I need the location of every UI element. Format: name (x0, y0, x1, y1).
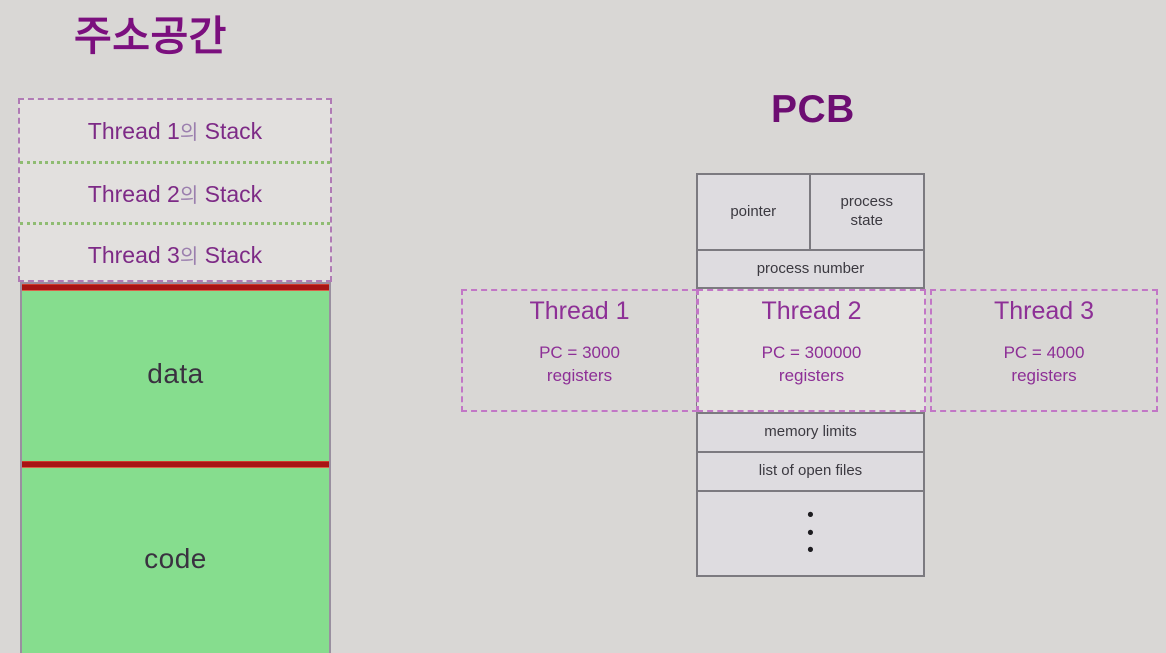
thread-context-box-1: Thread 1 PC = 3000 registers (461, 289, 698, 412)
thread-context-pc: PC = 4000 (1003, 343, 1085, 362)
thread-stack-prefix: Thread 2 (87, 180, 180, 207)
segment-divider-middle (22, 461, 329, 468)
pcb-top-table: pointer process state process number (696, 173, 925, 289)
thread-stack-particle: 의 (179, 245, 199, 268)
thread-context-box-3: Thread 3 PC = 4000 registers (930, 289, 1158, 412)
pcb-cell-pointer: pointer (698, 175, 811, 249)
pcb-cell-open-files: list of open files (698, 453, 923, 492)
thread-context-pc: PC = 3000 (539, 343, 620, 362)
thread-context-registers: registers (546, 366, 613, 385)
thread-stack-prefix: Thread 1 (87, 118, 180, 144)
thread-stack-row: Thread 3의 Stack (20, 222, 330, 283)
ellipsis-dot-icon: • (807, 522, 814, 544)
memory-segment-code: code (22, 464, 329, 653)
pcb-title: PCB (771, 88, 855, 131)
thread-stack-suffix: Stack (204, 180, 263, 207)
thread-stack-suffix: Stack (204, 118, 263, 144)
pcb-top-row: pointer process state (698, 175, 923, 251)
thread-stack-row: Thread 2의 Stack (20, 161, 330, 222)
pcb-cell-memory-limits: memory limits (698, 414, 923, 453)
thread-stacks-container: Thread 1의 Stack Thread 2의 Stack Thread 3… (18, 98, 332, 282)
thread-stack-label: Thread 1의 Stack (88, 116, 262, 145)
segment-divider-top (22, 284, 329, 291)
memory-segment-data-label: data (147, 358, 204, 389)
thread-stack-particle: 의 (179, 184, 199, 207)
pcb-cell-process-number: process number (756, 259, 865, 277)
memory-segment-code-label: code (144, 542, 207, 574)
thread-stack-prefix: Thread 3 (87, 241, 180, 268)
thread-context-name: Thread 1 (529, 297, 630, 325)
memory-segment-data: data (22, 284, 329, 464)
ellipsis-dot-icon: • (807, 505, 814, 527)
thread-stack-label: Thread 2의 Stack (88, 179, 262, 208)
thread-context-pc: PC = 300000 (761, 343, 862, 362)
thread-context-registers: registers (778, 366, 845, 385)
ellipsis-dot-icon: • (807, 540, 814, 562)
memory-segments-box: data code (20, 282, 331, 653)
thread-context-name: Thread 3 (993, 297, 1095, 325)
thread-stack-suffix: Stack (204, 241, 263, 268)
address-space-title: 주소공간 (74, 13, 227, 59)
pcb-cell-process-state: process state (811, 175, 924, 249)
pcb-cell-ellipsis: • • • (698, 492, 923, 575)
pcb-cell-process-state-line2: state (850, 212, 884, 229)
pcb-cell-process-state-line1: process (840, 193, 894, 211)
thread-context-registers: registers (1011, 366, 1077, 385)
thread-context-box-2: Thread 2 PC = 300000 registers (697, 289, 926, 412)
thread-context-name: Thread 2 (761, 297, 862, 325)
pcb-bottom-table: memory limits list of open files • • • (696, 412, 925, 577)
thread-stack-row: Thread 1의 Stack (20, 100, 330, 161)
thread-stack-label: Thread 3의 Stack (88, 240, 262, 269)
thread-stack-particle: 의 (179, 122, 199, 144)
